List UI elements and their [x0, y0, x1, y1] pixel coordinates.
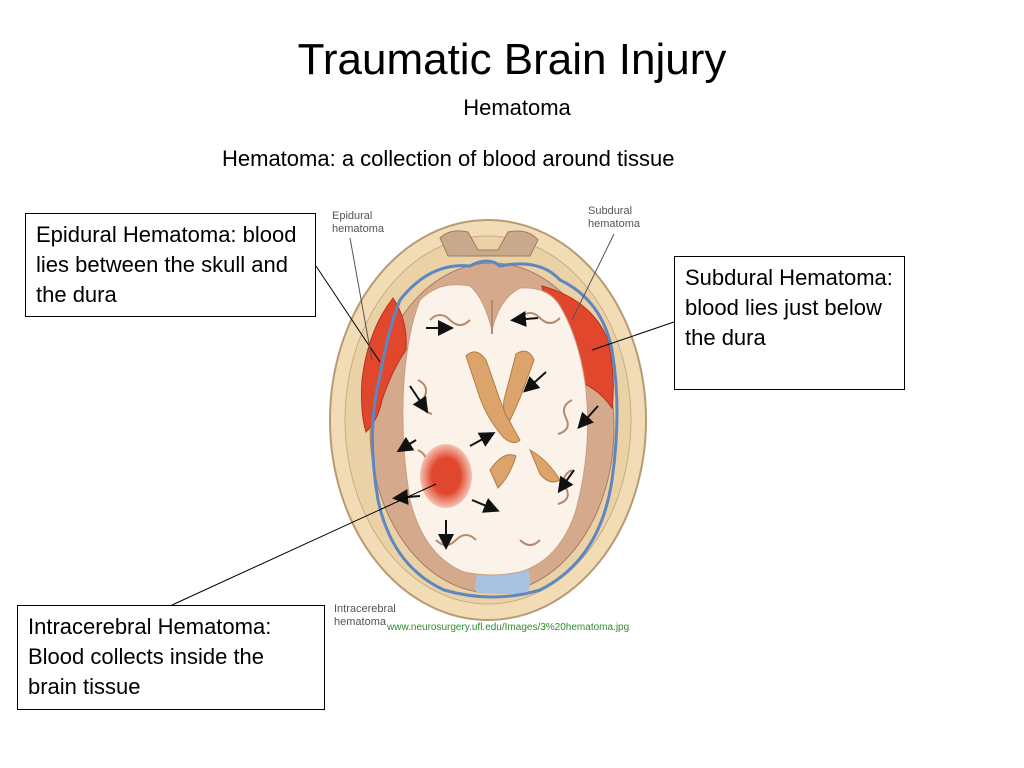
lateral-ventricle-left — [465, 351, 521, 444]
dura-mater — [371, 259, 619, 599]
source-link[interactable]: www.neurosurgery.ufl.edu/Images/3%20hema… — [387, 622, 630, 633]
lateral-ventricle-right — [503, 350, 535, 421]
definition-text: Hematoma: a collection of blood around t… — [222, 146, 675, 171]
frontal-sinus — [439, 230, 539, 257]
page-title: Traumatic Brain Injury — [297, 35, 727, 84]
intracerebral-callout: Intracerebral Hematoma: Blood collects i… — [17, 605, 325, 710]
figure-label-pointers — [349, 233, 615, 361]
epidural-callout: Epidural Hematoma: blood lies between th… — [25, 213, 316, 317]
figure-label-intracerebral: Intracerebral hematoma — [334, 603, 396, 628]
page-subtitle: Hematoma — [463, 95, 571, 120]
figure-label-subdural: Subdural hematoma — [588, 205, 640, 230]
intracerebral-hematoma — [420, 444, 472, 508]
figure-label-epidural: Epidural hematoma — [332, 210, 384, 235]
subdural-callout: Subdural Hematoma: blood lies just below… — [674, 256, 905, 390]
pressure-arrows — [392, 311, 599, 550]
